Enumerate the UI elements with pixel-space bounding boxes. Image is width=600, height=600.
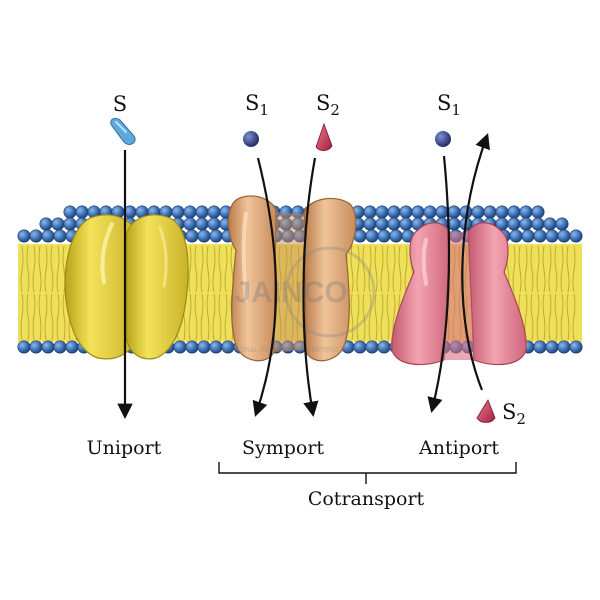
lipid-head xyxy=(365,229,379,243)
lipid-head xyxy=(569,229,583,243)
lipid-head xyxy=(63,205,77,219)
lipid-head xyxy=(375,217,389,231)
lipid-head xyxy=(29,229,43,243)
symport-s2-arrow xyxy=(302,157,319,418)
lipid-head xyxy=(209,229,223,243)
lipid-head xyxy=(519,205,533,219)
watermark-tagline: EDUCATIONAL EXPORTS · SCIENTIFIC INSTRUM… xyxy=(209,347,391,354)
cotransport-caption: Cotransport xyxy=(308,488,425,510)
lipid-head xyxy=(495,205,509,219)
lipid-head xyxy=(183,217,197,231)
uniport-protein xyxy=(64,214,189,360)
symport-protein xyxy=(227,195,357,362)
uniport-substrate-icon xyxy=(110,117,136,145)
lipid-head xyxy=(29,340,43,354)
antiport-s1-arrow xyxy=(427,155,451,413)
lipid-head xyxy=(533,229,547,243)
lipid-head xyxy=(507,217,521,231)
lipid-head xyxy=(195,217,209,231)
lipid-head xyxy=(173,340,187,354)
lipid-head xyxy=(17,229,31,243)
lipid-head xyxy=(185,229,199,243)
lipid-head xyxy=(63,217,77,231)
lipid-head xyxy=(207,205,221,219)
lipid-head xyxy=(399,217,413,231)
lipid-head xyxy=(185,340,199,354)
lipid-head xyxy=(423,205,437,219)
lipid-head xyxy=(39,217,53,231)
lipid-head xyxy=(387,205,401,219)
watermark: JAINCO EDUCATIONAL EXPORTS · SCIENTIFIC … xyxy=(209,246,391,354)
lipid-head xyxy=(53,340,67,354)
lipid-head xyxy=(375,205,389,219)
lipid-head xyxy=(377,229,391,243)
lipid-head xyxy=(447,205,461,219)
symport-s1-arrow xyxy=(252,157,278,417)
lipid-head xyxy=(411,205,425,219)
symport-s1-icon xyxy=(243,131,259,147)
lipid-head xyxy=(569,340,583,354)
lipid-head xyxy=(507,205,521,219)
lipid-head xyxy=(435,205,449,219)
lipid-head xyxy=(531,217,545,231)
lipid-head xyxy=(183,205,197,219)
uniport-substrate-label: S xyxy=(113,92,127,116)
lipid-head xyxy=(531,205,545,219)
watermark-ring xyxy=(284,246,376,338)
antiport-s1-icon xyxy=(435,131,451,147)
lipid-head xyxy=(521,229,535,243)
symport-caption: Symport xyxy=(242,437,324,459)
lipid-head xyxy=(545,229,559,243)
antiport-s2-arrow xyxy=(461,133,490,391)
lipid-head xyxy=(41,229,55,243)
lipid-head xyxy=(195,205,209,219)
lipid-head xyxy=(533,340,547,354)
uniport-caption: Uniport xyxy=(87,437,162,459)
symport-s2-icon xyxy=(315,122,333,152)
cotransport-bracket xyxy=(218,462,517,484)
lipid-head xyxy=(471,205,485,219)
symport-s1-label: S1 xyxy=(245,91,269,119)
symport-s2-label: S2 xyxy=(316,91,340,119)
lipid-head xyxy=(389,229,403,243)
lipid-head xyxy=(363,217,377,231)
lipid-head xyxy=(65,340,79,354)
lipid-head xyxy=(51,217,65,231)
lipid-head xyxy=(197,229,211,243)
lipid-head xyxy=(557,340,571,354)
lipid-head xyxy=(519,217,533,231)
lipid-head xyxy=(509,229,523,243)
antiport-s1-label: S1 xyxy=(437,91,461,119)
lipid-head xyxy=(17,340,31,354)
lipid-head xyxy=(363,205,377,219)
lipid-head xyxy=(53,229,67,243)
lipid-head xyxy=(543,217,557,231)
lipid-head xyxy=(555,217,569,231)
antiport-s2-icon xyxy=(476,399,496,423)
antiport-s2-label: S2 xyxy=(502,400,526,428)
lipid-head xyxy=(557,229,571,243)
lipid-head xyxy=(483,205,497,219)
lipid-head xyxy=(399,205,413,219)
antiport-caption: Antiport xyxy=(418,437,499,459)
lipid-head xyxy=(75,205,89,219)
lipid-head xyxy=(171,205,185,219)
lipid-head xyxy=(545,340,559,354)
lipid-head xyxy=(41,340,55,354)
lipid-head xyxy=(387,217,401,231)
watermark-brand: JAINCO xyxy=(234,276,347,309)
lipid-head xyxy=(207,217,221,231)
antiport-protein xyxy=(391,222,527,366)
